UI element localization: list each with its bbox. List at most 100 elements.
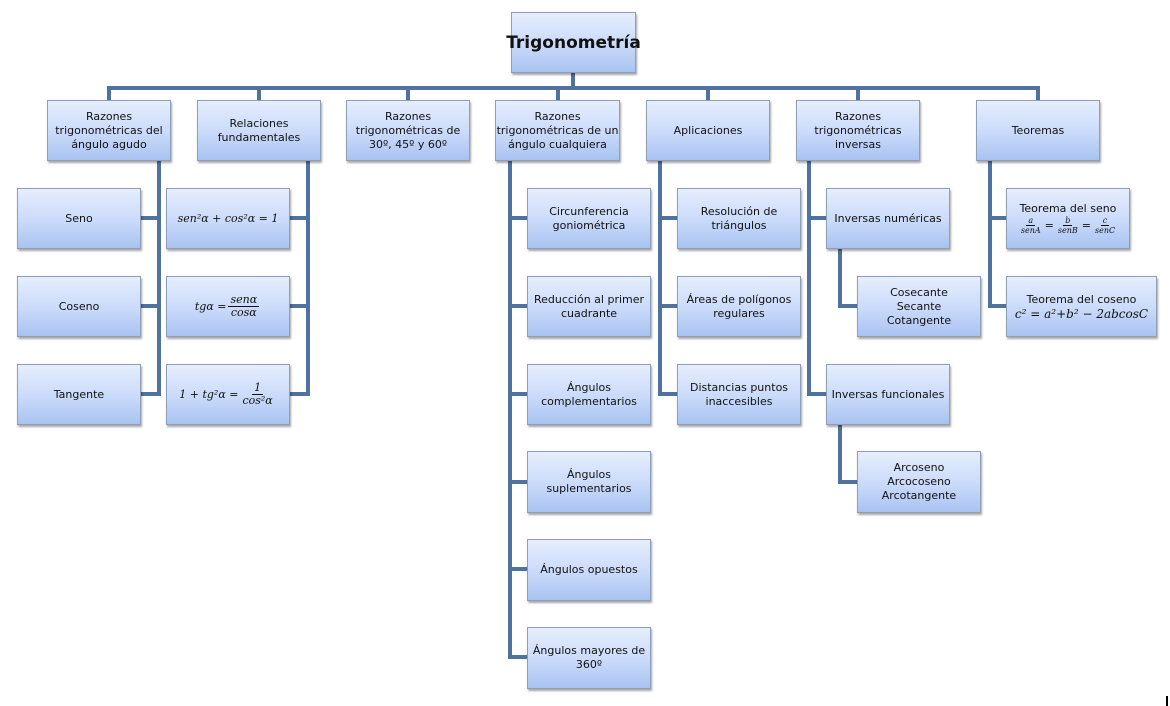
branch-angulos-notables: Razones trigonométricas de 30º, 45º y 60…: [346, 100, 470, 161]
label-line: 30º, 45º y 60º: [368, 137, 448, 151]
connector-b6a-h: [838, 304, 857, 308]
label-line: Razones: [834, 109, 882, 123]
connector-drop-6: [856, 86, 860, 100]
label-line: trigonométricas: [814, 123, 902, 137]
fraction-denominator: senA: [1020, 226, 1041, 235]
fraction-numerator: 1: [252, 381, 264, 395]
label-line: regulares: [713, 306, 765, 320]
connector-b5-h2: [658, 304, 677, 308]
formula-text: sen²α + cos²α = 1: [177, 211, 279, 225]
connector-drop-3: [406, 86, 410, 100]
node-seno: Seno: [17, 188, 141, 249]
connector-main-horizontal: [107, 86, 990, 90]
connector-b7-vertical: [988, 161, 992, 308]
label-line: Ángulos mayores de: [532, 644, 646, 657]
label-line: ángulo cualquiera: [508, 137, 607, 151]
label-line: Aplicaciones: [673, 123, 743, 137]
label-line: cuadrante: [560, 306, 618, 320]
label-line: Inversas numéricas: [834, 211, 942, 225]
label-line: Ángulos opuestos: [540, 563, 638, 576]
connector-b6b-h: [838, 480, 857, 484]
equals-sign: =: [1081, 218, 1091, 232]
label-line: Cosecante: [890, 285, 948, 299]
fraction: senα cosα: [228, 293, 260, 319]
branch-inversas: Razones trigonométricas inversas: [796, 100, 920, 161]
connector-b5-h1: [658, 216, 677, 220]
fraction-denominator: cos²α: [242, 394, 273, 407]
fraction: 1 cos²α: [240, 382, 274, 407]
formula-pitagorica: sen²α + cos²α = 1: [166, 188, 290, 249]
formula-secante: 1 + tg²α = 1 cos²α: [166, 364, 290, 425]
branch-angulo-agudo: Razones trigonométricas del ángulo agudo: [47, 100, 171, 161]
label-line: Distancias puntos: [689, 380, 789, 394]
label-line: Ángulos: [567, 380, 611, 394]
node-tangente: Tangente: [17, 364, 141, 425]
connector-b4-h5: [508, 567, 527, 571]
connector-b7-h1: [988, 216, 1006, 220]
formula: tgα = senα cosα: [195, 294, 261, 319]
label-line: Áreas de polígonos: [686, 292, 792, 306]
node-suplementarios: Ángulos suplementarios: [527, 451, 651, 513]
label-line: goniométrica: [552, 218, 626, 232]
corner-mark: [1166, 696, 1168, 706]
label-line: suplementarios: [546, 482, 632, 495]
connector-b5-vertical: [658, 161, 662, 396]
label-line: Teorema del coseno: [1026, 292, 1137, 306]
connector-b1-h2: [141, 304, 161, 308]
connector-b4-h6: [508, 655, 527, 659]
connector-b6a-vertical: [838, 249, 842, 308]
label-line: Inversas funcionales: [831, 387, 945, 401]
node-complementarios: Ángulos complementarios: [527, 364, 651, 425]
connector-b1-h1: [141, 216, 161, 220]
label-line: Razones: [85, 109, 133, 123]
node-arcoseno-arcocoseno-arcotangente: Arcoseno Arcocoseno Arcotangente: [857, 451, 981, 513]
branch-teoremas: Teoremas: [976, 100, 1100, 161]
connector-b4-h4: [508, 480, 527, 484]
formula-text: c² = a²+b² − 2abcosC: [1014, 306, 1149, 321]
node-circunferencia: Circunferencia goniométrica: [527, 188, 651, 249]
node-teorema-seno: Teorema del seno a senA = b senB = c sen…: [1006, 188, 1130, 249]
label-line: Cotangente: [886, 313, 952, 327]
label-line: trigonométricas del: [55, 123, 163, 137]
label-line: Ángulos: [567, 468, 611, 481]
label-line: Secante: [896, 299, 942, 313]
label-line: Razones: [534, 109, 581, 123]
label-line: ángulo agudo: [71, 137, 147, 151]
root-node: Trigonometría: [506, 12, 641, 73]
branch-relaciones-fundamentales: Relaciones fundamentales: [197, 100, 321, 161]
formula-lhs: tgα =: [194, 299, 227, 313]
label-line: trigonométricas de un: [496, 123, 619, 137]
connector-b2-h1: [290, 216, 310, 220]
connector-b7-h2: [988, 304, 1006, 308]
label-line: inversas: [834, 137, 882, 151]
node-mayores-360: Ángulos mayores de 360º: [527, 627, 651, 689]
connector-drop-7: [1036, 86, 1040, 100]
formula: 1 + tg²α = 1 cos²α: [179, 382, 277, 407]
fraction: b senB: [1056, 216, 1080, 235]
node-inversas-numericas: Inversas numéricas: [826, 188, 950, 249]
branch-aplicaciones: Aplicaciones: [646, 100, 770, 161]
label-line: complementarios: [541, 394, 637, 408]
connector-drop-1: [107, 86, 111, 100]
label-line: Arcoseno: [893, 461, 945, 474]
node-inversas-funcionales: Inversas funcionales: [826, 364, 950, 425]
formula-tangente: tgα = senα cosα: [166, 276, 290, 337]
fraction: c senC: [1093, 216, 1117, 235]
label-line: trigonométricas de: [355, 123, 461, 137]
fraction-numerator: senα: [228, 293, 260, 307]
label-line: Circunferencia: [549, 204, 629, 218]
fraction-numerator: b: [1063, 216, 1073, 226]
connector-b2-vertical: [306, 161, 310, 396]
label-line: Tangente: [53, 387, 105, 401]
label-line: fundamentales: [217, 130, 301, 144]
connector-b4-h2: [508, 304, 527, 308]
formula-lhs: 1 + tg²α =: [179, 387, 239, 401]
label-line: Relaciones: [229, 116, 289, 130]
fraction-denominator: senB: [1057, 226, 1078, 235]
connector-b4-h3: [508, 392, 527, 396]
connector-drop-5: [706, 86, 710, 100]
connector-b5-h3: [658, 392, 677, 396]
connector-b6-h1: [807, 216, 826, 220]
label-line: Razones: [384, 109, 432, 123]
fraction-numerator: a: [1026, 216, 1036, 226]
